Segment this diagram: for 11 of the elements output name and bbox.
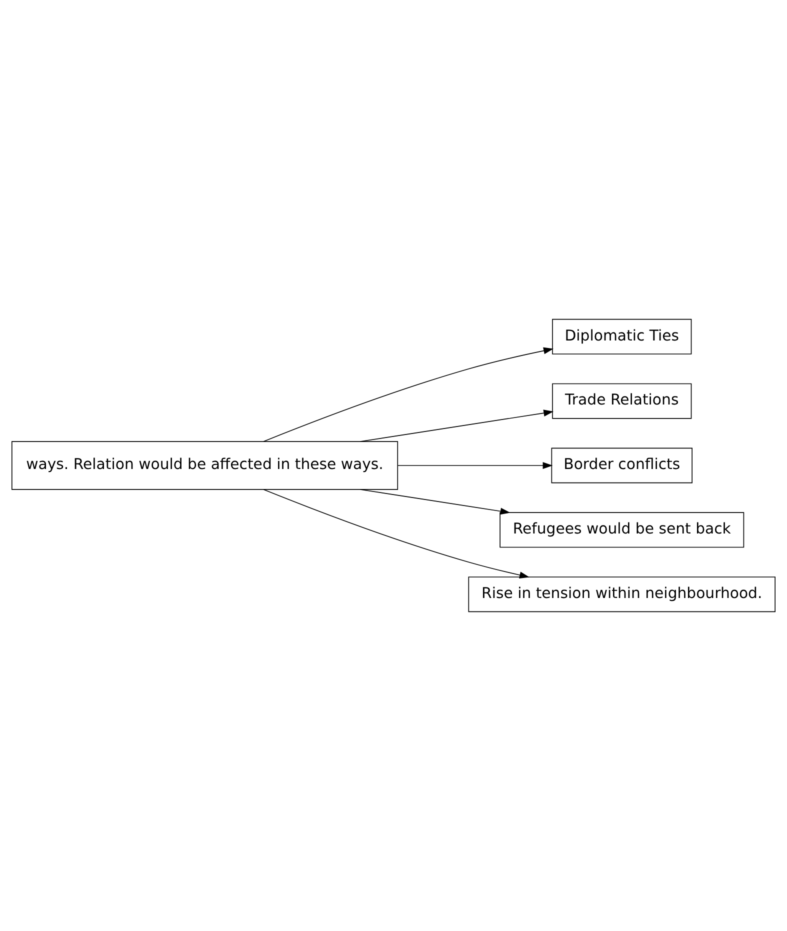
arrow (263, 347, 554, 442)
arrow (360, 489, 510, 515)
node-box: Rise in tension within neighbourhood. (468, 576, 776, 612)
node-box: ways. Relation would be affected in these ways. (12, 441, 398, 490)
arrow (360, 410, 554, 442)
node-box: Border conflicts (551, 448, 692, 484)
node-box: Diplomatic Ties (552, 318, 692, 354)
arrow (397, 462, 553, 469)
node-box: Refugees would be sent back (500, 512, 744, 548)
arrow (263, 489, 530, 578)
node-box: Trade Relations (552, 383, 692, 419)
